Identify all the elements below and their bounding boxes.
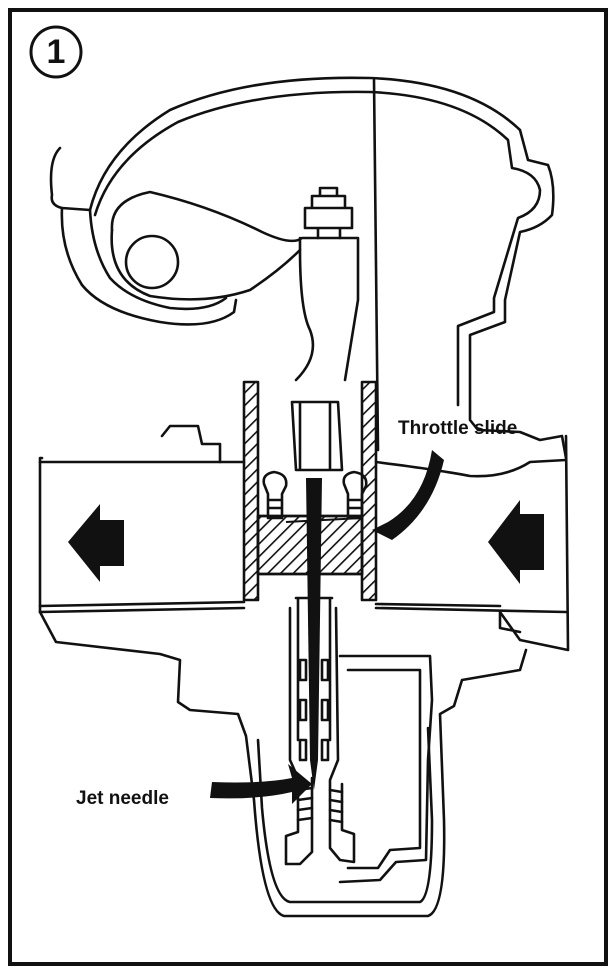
jet-needle-label: Jet needle [76,788,169,809]
figure-border [8,8,608,966]
upper-housing-inner [93,90,542,407]
flow-arrow-right [488,500,544,584]
left-shoulder [60,206,238,326]
left-shoulder-inner [88,208,228,311]
needle-jet-holder [284,606,356,866]
jet-threads [296,786,344,824]
venturi-upper-wall [38,458,568,478]
jet-needle-leader-arrow [210,764,312,804]
throttle-slide-label: Throttle slide [398,418,518,439]
slide-screw-right [342,470,368,520]
throttle-slide-leader-arrow [372,450,444,540]
jet-needle [306,478,322,790]
figure-number-circle [29,25,83,79]
float-chamber-inner [346,668,422,870]
venturi-upper-wall-outer [38,456,44,614]
lower-body-outer [38,610,528,918]
flow-arrow-left [68,504,124,582]
throttle-arm-lower [110,228,302,301]
cable-fitting [290,400,344,472]
figure-number: 1 [46,32,66,71]
housing-seam [372,78,380,452]
lower-body-inner [256,726,434,904]
chamber-wall-left [242,380,260,602]
left-boss [160,424,222,464]
venturi-right-end [498,434,570,652]
top-adjuster-nut [303,186,354,240]
slide-screw-left [262,470,288,520]
pivot-hole [124,234,180,290]
throttle-arm [110,190,360,382]
chamber-wall-right [360,380,378,602]
slide-cutaway-line [285,517,363,523]
float-chamber [338,654,434,884]
upper-housing [49,76,568,460]
venturi-lower-wall [38,600,568,614]
emulsion-holes [298,658,330,762]
